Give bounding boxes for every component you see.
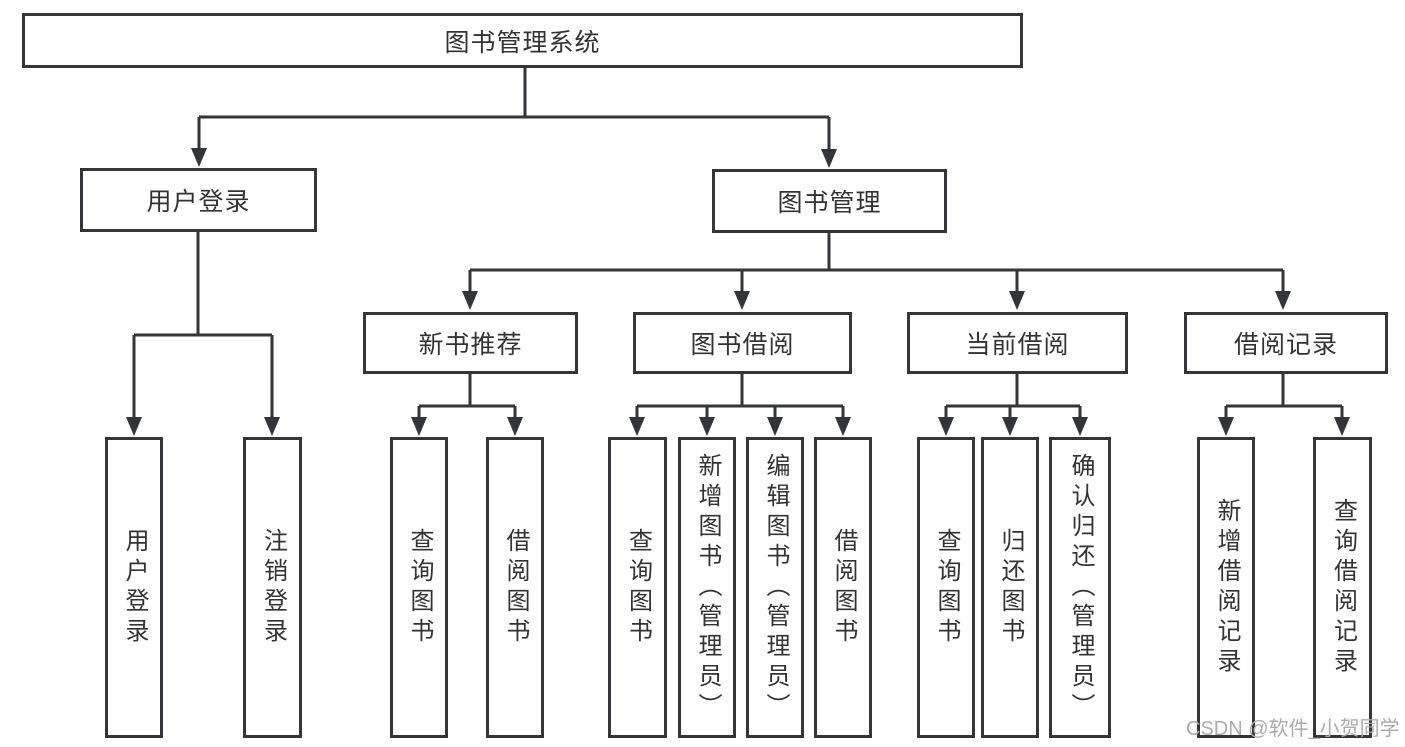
leaf-add-book-admin-label: 新增图书（管理员） <box>694 452 721 723</box>
leaf-edit-book-admin-label: 编辑图书（管理员） <box>762 452 789 723</box>
node-current-borrowing: 当前借阅 <box>907 312 1128 374</box>
leaf-borrow-books-recommend-label: 借阅图书 <box>502 527 529 648</box>
leaf-confirm-return-admin-label: 确认归还（管理员） <box>1067 452 1094 723</box>
leaf-add-book-admin: 新增图书（管理员） <box>678 437 736 738</box>
leaf-query-borrow-record-label: 查询借阅记录 <box>1329 497 1357 678</box>
leaf-user-login: 用户登录 <box>105 437 163 738</box>
leaf-edit-book-admin: 编辑图书（管理员） <box>746 437 804 738</box>
leaf-query-books-borrowing-label: 查询图书 <box>624 527 652 648</box>
leaf-add-borrow-record: 新增借阅记录 <box>1197 437 1255 738</box>
leaf-return-book-label: 归还图书 <box>997 527 1024 648</box>
node-borrowing-records-label: 借阅记录 <box>1233 331 1338 359</box>
leaf-user-login-label: 用户登录 <box>121 527 148 648</box>
node-user-login: 用户登录 <box>80 168 317 232</box>
leaf-query-books-recommend-label: 查询图书 <box>406 527 433 648</box>
leaf-query-books-current-label: 查询图书 <box>933 527 960 648</box>
node-book-borrowing: 图书借阅 <box>633 312 852 374</box>
node-book-borrowing-label: 图书借阅 <box>690 331 795 359</box>
leaf-query-books-recommend: 查询图书 <box>390 437 448 738</box>
node-user-login-label: 用户登录 <box>146 188 251 216</box>
leaf-confirm-return-admin: 确认归还（管理员） <box>1049 437 1111 738</box>
leaf-logout: 注销登录 <box>243 437 302 738</box>
leaf-return-book: 归还图书 <box>981 437 1039 738</box>
node-borrowing-records: 借阅记录 <box>1184 312 1388 374</box>
leaf-logout-label: 注销登录 <box>259 527 287 648</box>
node-new-book-recommend: 新书推荐 <box>363 312 578 374</box>
tree-edges <box>132 68 1344 419</box>
leaf-query-books-current: 查询图书 <box>917 437 975 738</box>
leaf-borrow-books-borrowing: 借阅图书 <box>814 437 872 738</box>
arrowheads <box>126 148 1350 436</box>
csdn-watermark: CSDN @软件_小贺同学 <box>1186 718 1400 740</box>
leaf-query-borrow-record: 查询借阅记录 <box>1313 437 1372 738</box>
leaf-add-borrow-record-label: 新增借阅记录 <box>1213 497 1240 678</box>
node-book-management: 图书管理 <box>712 169 947 233</box>
leaf-query-books-borrowing: 查询图书 <box>608 437 667 738</box>
node-root-label: 图书管理系统 <box>444 28 601 57</box>
leaf-borrow-books-recommend: 借阅图书 <box>486 437 544 738</box>
node-current-borrowing-label: 当前借阅 <box>965 331 1070 359</box>
node-book-management-label: 图书管理 <box>777 189 882 217</box>
node-root: 图书管理系统 <box>22 13 1023 68</box>
node-new-book-recommend-label: 新书推荐 <box>418 331 523 359</box>
leaf-borrow-books-borrowing-label: 借阅图书 <box>830 527 857 648</box>
